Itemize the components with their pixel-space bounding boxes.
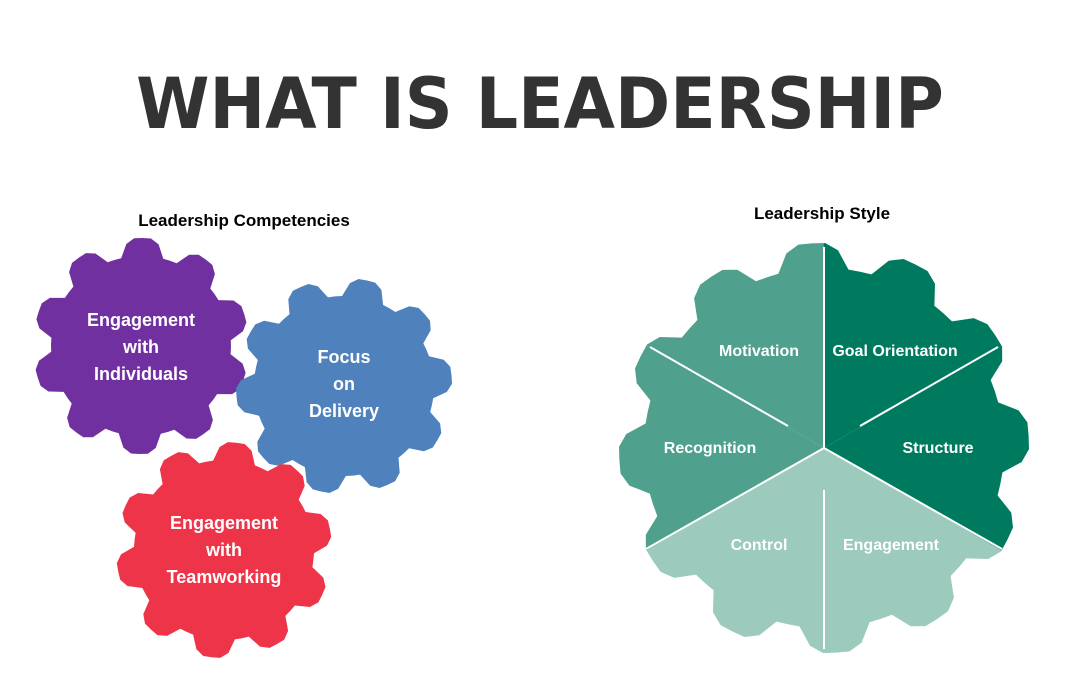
- gear-shape: [236, 279, 452, 493]
- gear-label-line: with: [122, 337, 159, 357]
- segment-label-engagement: Engagement: [843, 537, 940, 554]
- gear-label-line: Delivery: [309, 401, 379, 421]
- gear-engagement-with-teamworking: Engagement with Teamworking: [116, 442, 332, 658]
- segment-label-structure: Structure: [902, 440, 973, 457]
- segment-label-control: Control: [731, 537, 788, 554]
- leadership-style-gear: Motivation Goal Orientation Recognition …: [619, 243, 1029, 653]
- segment-label-goal-orientation: Goal Orientation: [832, 343, 957, 360]
- gear-shape: [35, 238, 247, 454]
- segment-label-motivation: Motivation: [719, 343, 799, 360]
- divider-line: [649, 346, 789, 427]
- gear-label-line: Focus: [317, 347, 370, 367]
- competencies-heading: Leadership Competencies: [138, 211, 350, 230]
- gear-engagement-with-individuals: Engagement with Individuals: [35, 238, 247, 454]
- gear-label-line: Teamworking: [167, 567, 282, 587]
- divider-line: [823, 447, 1003, 550]
- gear-label-line: Individuals: [94, 364, 188, 384]
- divider-line: [859, 346, 999, 427]
- gear-focus-on-delivery: Focus on Delivery: [236, 279, 452, 493]
- gear-label-line: with: [205, 540, 242, 560]
- gear-label-line: on: [333, 374, 355, 394]
- page-title: WHAT IS LEADERSHIP: [136, 64, 944, 145]
- divider-line: [645, 447, 825, 550]
- style-heading: Leadership Style: [754, 204, 890, 223]
- segment-label-recognition: Recognition: [664, 440, 756, 457]
- gear-label-line: Engagement: [170, 513, 278, 533]
- gear-shape: [116, 442, 332, 658]
- gear-label-line: Engagement: [87, 310, 195, 330]
